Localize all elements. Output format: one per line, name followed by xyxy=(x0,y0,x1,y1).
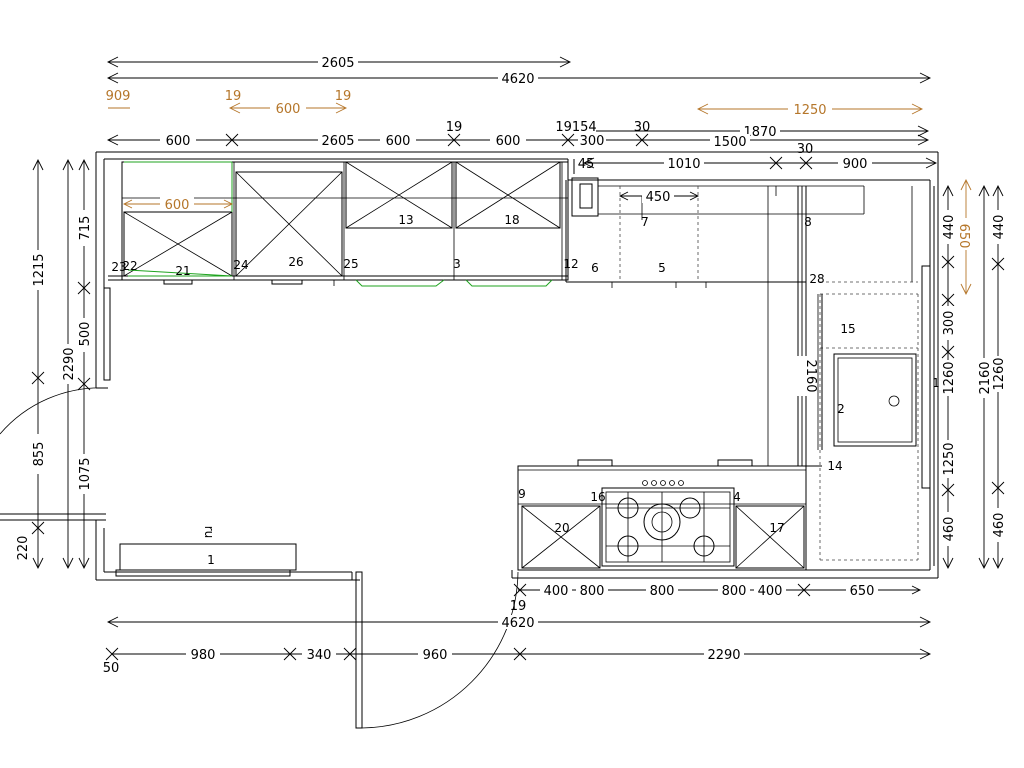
dim-30-b: 30 xyxy=(797,142,814,157)
unit-label-9: 9 xyxy=(518,487,526,501)
dim-800-b: 800 xyxy=(650,584,675,599)
unit-label-ru: ru xyxy=(202,526,216,539)
dim-909: 909 xyxy=(106,89,131,104)
dim-715: 715 xyxy=(78,216,93,241)
dim-440-outer: 440 xyxy=(992,215,1007,240)
dim-30-a: 30 xyxy=(634,120,651,135)
dim-2160-center: 2160 xyxy=(803,359,818,392)
top-right-run xyxy=(565,177,919,561)
bottom-run-cabinets xyxy=(517,459,822,571)
dim-top-4620: 4620 xyxy=(501,72,534,87)
unit-label-16: 16 xyxy=(590,490,605,504)
dim-900: 900 xyxy=(843,157,868,172)
dim-top-2605: 2605 xyxy=(321,56,354,71)
dim-1500: 1500 xyxy=(713,135,746,150)
dim-2605-row: 2605 xyxy=(321,134,354,149)
dim-19-a: 19 xyxy=(225,89,242,104)
dim-600-orange-inner: 600 xyxy=(165,198,190,213)
dim-45: 45 xyxy=(578,157,595,172)
dim-855: 855 xyxy=(32,442,47,467)
unit-label-3: 3 xyxy=(453,257,461,271)
unit-label-13: 13 xyxy=(398,213,413,227)
dim-340: 340 xyxy=(307,648,332,663)
unit-label-18: 18 xyxy=(504,213,519,227)
dim-600-orange: 600 xyxy=(276,102,301,117)
dim-220: 220 xyxy=(16,536,31,561)
unit-label-24: 24 xyxy=(233,258,248,272)
dim-450: 450 xyxy=(646,190,671,205)
dim-460-outer: 460 xyxy=(992,513,1007,538)
unit-labels: 1 2 3 4 5 6 7 8 9 1 12 13 14 15 16 17 18… xyxy=(111,213,939,567)
dim-1010: 1010 xyxy=(667,157,700,172)
unit-label-14: 14 xyxy=(827,459,842,473)
dim-19: 19 xyxy=(446,120,463,135)
dim-650-orange: 650 xyxy=(956,224,971,249)
dim-1260-outer: 1260 xyxy=(992,357,1007,390)
right-side-units xyxy=(817,265,931,489)
unit-label-12: 12 xyxy=(563,257,578,271)
unit-label-11: 1 xyxy=(932,376,940,390)
dim-800-a: 800 xyxy=(580,584,605,599)
dim-2160-outer: 2160 xyxy=(978,361,993,394)
unit-label-8: 8 xyxy=(804,215,812,229)
unit-label-25: 25 xyxy=(343,257,358,271)
dim-650: 650 xyxy=(850,584,875,599)
dim-4620-bottom: 4620 xyxy=(501,616,534,631)
dim-300-top: 300 xyxy=(580,134,605,149)
unit-label-26: 26 xyxy=(288,255,303,269)
dim-600-c: 600 xyxy=(496,134,521,149)
dim-1215: 1215 xyxy=(32,253,47,286)
unit-label-17: 17 xyxy=(769,521,784,535)
unit-label-22: 22 xyxy=(122,259,137,273)
dim-2290-bottom: 2290 xyxy=(707,648,740,663)
dim-1260-inner: 1260 xyxy=(942,361,957,394)
unit-label-23: 23 xyxy=(111,260,126,274)
dim-460-inner: 460 xyxy=(942,517,957,542)
dimension-labels: 2605 4620 909 19 600 19 1250 600 2605 60… xyxy=(14,54,1007,676)
top-run-cabinets xyxy=(108,161,569,287)
dim-440-inner: 440 xyxy=(942,215,957,240)
dim-800-c: 800 xyxy=(722,584,747,599)
unit-label-15: 15 xyxy=(840,322,855,336)
bench-unit xyxy=(119,543,297,571)
dim-2290-left: 2290 xyxy=(62,347,77,380)
walls xyxy=(0,151,939,729)
dim-19-bottom: 19 xyxy=(510,599,527,614)
dim-1075: 1075 xyxy=(78,457,93,490)
dim-400-a: 400 xyxy=(544,584,569,599)
unit-label-28: 28 xyxy=(809,272,824,286)
dim-1870: 1870 xyxy=(743,125,776,140)
unit-label-6: 6 xyxy=(591,261,599,275)
unit-label-21: 21 xyxy=(175,264,190,278)
dim-960: 960 xyxy=(423,648,448,663)
dim-600-b: 600 xyxy=(386,134,411,149)
dim-19154: 19154 xyxy=(555,120,596,135)
dim-400-b: 400 xyxy=(758,584,783,599)
dim-1250-orange: 1250 xyxy=(793,103,826,118)
dim-19-b: 19 xyxy=(335,89,352,104)
unit-label-2: 2 xyxy=(837,402,845,416)
unit-label-1: 1 xyxy=(207,553,215,567)
dim-980: 980 xyxy=(191,648,216,663)
dim-1250-right: 1250 xyxy=(942,442,957,475)
unit-label-7: 7 xyxy=(641,215,649,229)
dim-500: 500 xyxy=(78,322,93,347)
dim-50: 50 xyxy=(103,661,120,676)
unit-label-4: 4 xyxy=(733,490,741,504)
dim-600-a: 600 xyxy=(166,134,191,149)
unit-label-5: 5 xyxy=(658,261,666,275)
dim-300-right: 300 xyxy=(942,311,957,336)
unit-label-20: 20 xyxy=(554,521,569,535)
